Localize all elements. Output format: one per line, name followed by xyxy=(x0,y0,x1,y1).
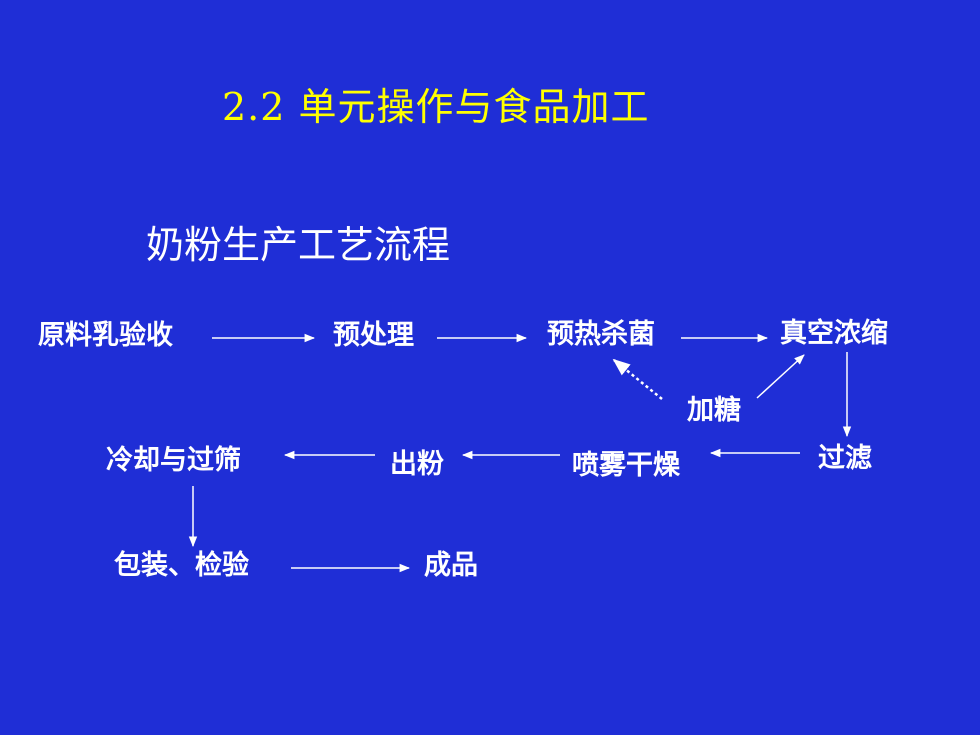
node-vacuum: 真空浓缩 xyxy=(780,318,888,349)
node-product: 成品 xyxy=(424,550,478,581)
node-cool-sieve: 冷却与过筛 xyxy=(106,445,241,476)
node-preheat: 预热杀菌 xyxy=(547,319,655,350)
slide-title: 2.2 单元操作与食品加工 xyxy=(222,85,650,129)
node-pack-inspect: 包装、检验 xyxy=(114,550,249,581)
node-sugar: 加糖 xyxy=(687,395,741,426)
node-filter: 过滤 xyxy=(818,443,872,474)
node-powder-out: 出粉 xyxy=(390,449,444,480)
arrow-sugar-to-preheat-dotted xyxy=(612,358,663,400)
node-raw-milk: 原料乳验收 xyxy=(38,320,173,351)
node-spray-dry: 喷雾干燥 xyxy=(572,450,680,481)
arrow-sugar-to-vacuum xyxy=(756,354,805,399)
flow-subtitle: 奶粉生产工艺流程 xyxy=(146,223,451,267)
node-pretreatment: 预处理 xyxy=(333,320,414,351)
